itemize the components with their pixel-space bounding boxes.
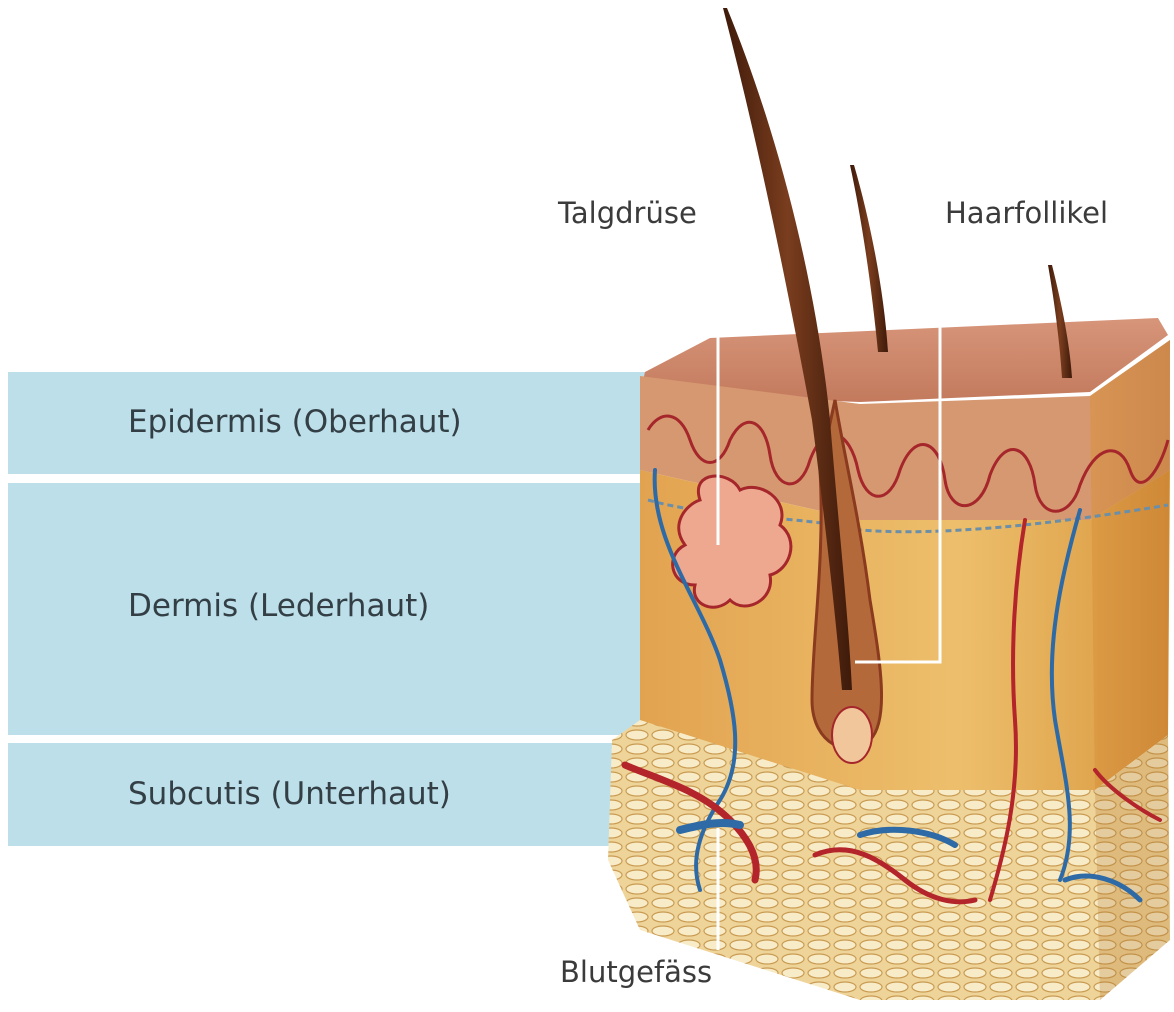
hair-follicle-label: Haarfollikel xyxy=(945,196,1108,230)
sebaceous-gland-label: Talgdrüse xyxy=(558,196,697,230)
blood-vessel-label: Blutgefäss xyxy=(560,955,712,989)
dermis-side xyxy=(1090,340,1170,790)
second-hair xyxy=(850,165,888,352)
